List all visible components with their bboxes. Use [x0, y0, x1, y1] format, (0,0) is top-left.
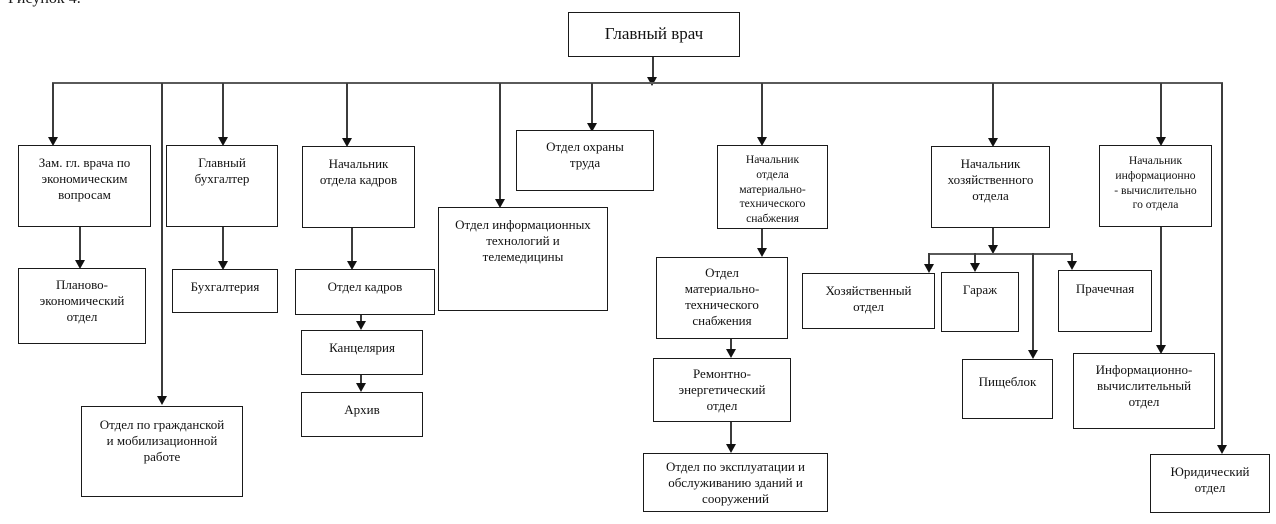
arrow-down-icon: [75, 260, 85, 269]
connector-line: [929, 253, 1073, 255]
arrow-down-icon: [218, 261, 228, 270]
org-node-it-telemedicine: Отдел информационных технологий и телеме…: [438, 207, 608, 311]
arrow-down-icon: [647, 77, 657, 86]
org-node-logistics-department: Отдел материально- технического снабжени…: [656, 257, 788, 339]
org-node-head-household: Начальник хозяйственного отдела: [931, 146, 1050, 228]
arrow-down-icon: [157, 396, 167, 405]
connector-line: [52, 82, 1223, 84]
org-node-chief-accountant: Главный бухгалтер: [166, 145, 278, 227]
arrow-down-icon: [970, 263, 980, 272]
connector-line: [1071, 253, 1073, 262]
connector-line: [928, 253, 930, 265]
arrow-down-icon: [988, 138, 998, 147]
org-node-laundry: Прачечная: [1058, 270, 1152, 332]
arrow-down-icon: [726, 444, 736, 453]
org-node-accounting: Бухгалтерия: [172, 269, 278, 313]
arrow-down-icon: [587, 123, 597, 132]
connector-line: [79, 227, 81, 260]
arrow-down-icon: [1156, 137, 1166, 146]
arrow-down-icon: [1217, 445, 1227, 454]
org-node-planning-economic: Планово- экономический отдел: [18, 268, 146, 344]
org-node-garage: Гараж: [941, 272, 1019, 332]
connector-line: [161, 83, 163, 396]
org-node-household-department: Хозяйственный отдел: [802, 273, 935, 329]
connector-line: [52, 83, 54, 137]
org-node-deputy-economic: Зам. гл. врача по экономическим вопросам: [18, 145, 151, 227]
org-node-buildings-maintenance: Отдел по эксплуатации и обслуживанию зда…: [643, 453, 828, 512]
connector-line: [222, 83, 224, 137]
org-node-food-unit: Пищеблок: [962, 359, 1053, 419]
figure-caption: Рисунок 4.: [8, 0, 81, 8]
org-node-labor-safety: Отдел охраны труда: [516, 130, 654, 191]
arrow-down-icon: [1156, 345, 1166, 354]
connector-line: [1160, 83, 1162, 137]
org-node-repair-energy: Ремонтно- энергетический отдел: [653, 358, 791, 422]
org-node-head-it: Начальник информационно - вычислительно …: [1099, 145, 1212, 227]
connector-line: [351, 228, 353, 261]
connector-line: [992, 83, 994, 138]
connector-line: [591, 83, 593, 123]
connector-line: [499, 83, 501, 199]
connector-line: [730, 422, 732, 445]
arrow-down-icon: [726, 349, 736, 358]
connector-line: [761, 83, 763, 137]
arrow-down-icon: [356, 383, 366, 392]
connector-line: [1160, 227, 1162, 345]
connector-line: [1221, 83, 1223, 445]
connector-line: [222, 227, 224, 261]
connector-line: [1032, 253, 1034, 351]
org-node-hr-department: Отдел кадров: [295, 269, 435, 315]
org-node-archive: Архив: [301, 392, 423, 437]
arrow-down-icon: [218, 137, 228, 146]
org-node-chief-physician: Главный врач: [568, 12, 740, 57]
arrow-down-icon: [924, 264, 934, 273]
org-node-civil-defense: Отдел по гражданской и мобилизационной р…: [81, 406, 243, 497]
org-node-head-hr: Начальник отдела кадров: [302, 146, 415, 228]
org-node-legal-department: Юридический отдел: [1150, 454, 1270, 513]
arrow-down-icon: [347, 261, 357, 270]
org-node-computing-center: Информационно- вычислительный отдел: [1073, 353, 1215, 429]
arrow-down-icon: [757, 248, 767, 257]
connector-line: [730, 339, 732, 351]
arrow-down-icon: [757, 137, 767, 146]
org-node-chancellery: Канцелярия: [301, 330, 423, 375]
connector-line: [992, 228, 994, 246]
org-node-head-logistics: Начальник отдела материально- техническо…: [717, 145, 828, 229]
connector-line: [346, 83, 348, 138]
arrow-down-icon: [495, 199, 505, 208]
arrow-down-icon: [1028, 350, 1038, 359]
connector-line: [761, 229, 763, 250]
arrow-down-icon: [342, 138, 352, 147]
arrow-down-icon: [1067, 261, 1077, 270]
connector-line: [360, 375, 362, 385]
arrow-down-icon: [356, 321, 366, 330]
connector-line: [360, 315, 362, 323]
connector-line: [652, 57, 654, 78]
arrow-down-icon: [988, 245, 998, 254]
connector-line: [974, 253, 976, 264]
arrow-down-icon: [48, 137, 58, 146]
